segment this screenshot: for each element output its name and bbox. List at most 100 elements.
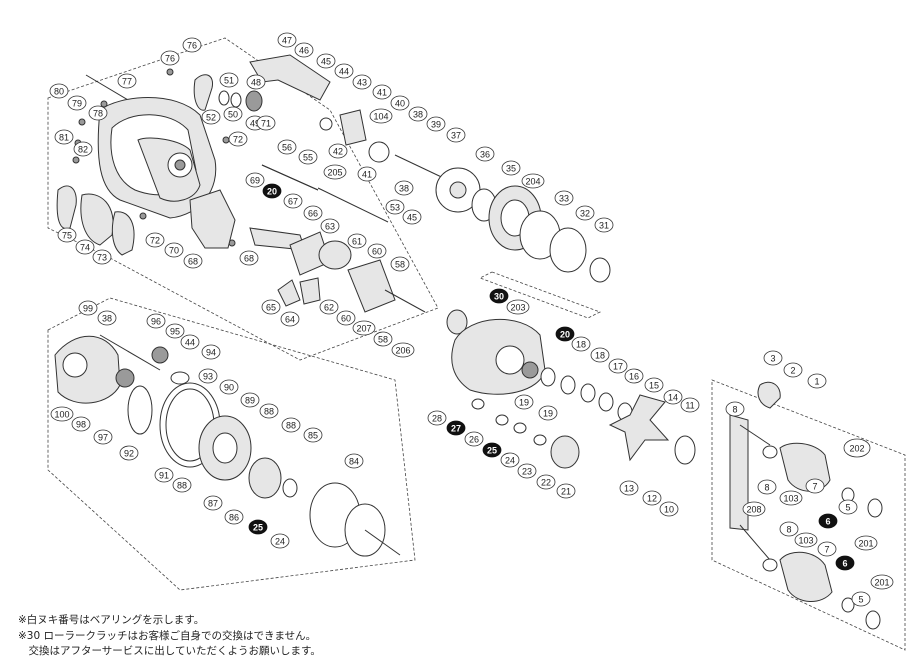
part-label-72: 72 (228, 131, 248, 147)
part-label-95: 95 (165, 323, 185, 339)
part-label-text: 38 (102, 314, 112, 324)
part-label-60: 60 (367, 243, 387, 259)
part-label-text: 7 (812, 482, 817, 492)
part-label-69: 69 (245, 172, 265, 188)
part-label-text: 31 (599, 221, 609, 231)
part-label-text: 72 (233, 135, 243, 145)
part-label-text: 32 (580, 209, 590, 219)
part-label-text: 96 (151, 317, 161, 327)
part-label-text: 61 (352, 237, 362, 247)
part-label-7: 7 (805, 478, 825, 494)
part-label-62: 62 (319, 299, 339, 315)
part-label-text: 71 (261, 119, 271, 129)
part-label-19: 19 (538, 405, 558, 421)
part-label-text: 22 (541, 478, 551, 488)
part-label-text: 75 (62, 231, 72, 241)
part-label-text: 19 (519, 398, 529, 408)
part-label-81: 81 (54, 129, 74, 145)
part-label-text: 26 (469, 435, 479, 445)
part-label-76: 76 (160, 50, 180, 66)
part-label-26: 26 (464, 431, 484, 447)
part-label-45: 45 (316, 53, 336, 69)
part-label-text: 18 (595, 351, 605, 361)
part-label-10: 10 (659, 501, 679, 517)
part-label-47: 47 (277, 32, 297, 48)
part-label-text: 82 (78, 145, 88, 155)
part-label-18: 18 (590, 347, 610, 363)
part-label-text: 65 (266, 303, 276, 313)
part-label-text: 14 (668, 393, 678, 403)
part-label-text: 76 (187, 41, 197, 51)
part-label-text: 39 (431, 120, 441, 130)
part-label-33: 33 (554, 190, 574, 206)
part-label-38: 38 (97, 310, 117, 326)
part-label-text: 58 (395, 260, 405, 270)
part-label-23: 23 (517, 463, 537, 479)
part-label-text: 40 (395, 99, 405, 109)
part-label-66: 66 (303, 205, 323, 221)
handle-side-group (446, 309, 696, 469)
part-label-text: 8 (732, 405, 737, 415)
part-label-text: 97 (98, 433, 108, 443)
part-label-25: 25 (482, 442, 502, 458)
part-label-text: 73 (97, 253, 107, 263)
part-label-80: 80 (49, 83, 69, 99)
part-label-12: 12 (642, 490, 662, 506)
part-label-73: 73 (92, 249, 112, 265)
part-label-text: 5 (858, 595, 863, 605)
part-label-6: 6 (818, 513, 838, 529)
part-label-27: 27 (446, 420, 466, 436)
part-label-8: 8 (725, 401, 745, 417)
part-label-text: 74 (80, 243, 90, 253)
part-label-text: 2 (790, 366, 795, 376)
part-label-text: 80 (54, 87, 64, 97)
part-label-38: 38 (394, 180, 414, 196)
part-label-text: 19 (543, 409, 553, 419)
part-label-text: 205 (327, 168, 342, 178)
part-label-text: 90 (224, 383, 234, 393)
part-label-text: 8 (786, 525, 791, 535)
part-label-text: 69 (250, 176, 260, 186)
part-label-text: 85 (308, 431, 318, 441)
part-label-13: 13 (619, 480, 639, 496)
part-label-204: 204 (521, 173, 545, 189)
part-label-61: 61 (347, 233, 367, 249)
part-label-41: 41 (372, 84, 392, 100)
part-label-56: 56 (277, 139, 297, 155)
part-label-text: 64 (285, 315, 295, 325)
part-label-text: 56 (282, 143, 292, 153)
part-label-38: 38 (408, 106, 428, 122)
part-label-32: 32 (575, 205, 595, 221)
part-label-24: 24 (270, 533, 290, 549)
part-label-22: 22 (536, 474, 556, 490)
part-label-93: 93 (198, 368, 218, 384)
part-label-97: 97 (93, 429, 113, 445)
part-label-74: 74 (75, 239, 95, 255)
note-service: 交換はアフターサービスに出していただくようお願いします。 (18, 645, 321, 657)
part-label-92: 92 (119, 445, 139, 461)
part-label-65: 65 (261, 299, 281, 315)
part-label-91: 91 (154, 467, 174, 483)
part-label-201: 201 (854, 535, 878, 551)
part-label-text: 60 (341, 314, 351, 324)
part-label-203: 203 (506, 299, 530, 315)
part-label-text: 88 (264, 407, 274, 417)
part-label-68: 68 (183, 253, 203, 269)
part-label-5: 5 (851, 591, 871, 607)
part-label-37: 37 (446, 127, 466, 143)
part-label-30: 30 (489, 288, 509, 304)
part-label-text: 48 (251, 78, 261, 88)
part-label-text: 13 (624, 484, 634, 494)
part-label-text: 44 (339, 67, 349, 77)
part-label-text: 17 (613, 362, 623, 372)
part-label-text: 203 (510, 303, 525, 313)
part-label-text: 10 (664, 505, 674, 515)
part-label-50: 50 (223, 106, 243, 122)
part-label-63: 63 (320, 218, 340, 234)
part-label-text: 208 (746, 505, 761, 515)
part-label-text: 92 (124, 449, 134, 459)
part-label-text: 76 (165, 54, 175, 64)
part-label-51: 51 (219, 72, 239, 88)
part-label-text: 100 (54, 410, 69, 420)
